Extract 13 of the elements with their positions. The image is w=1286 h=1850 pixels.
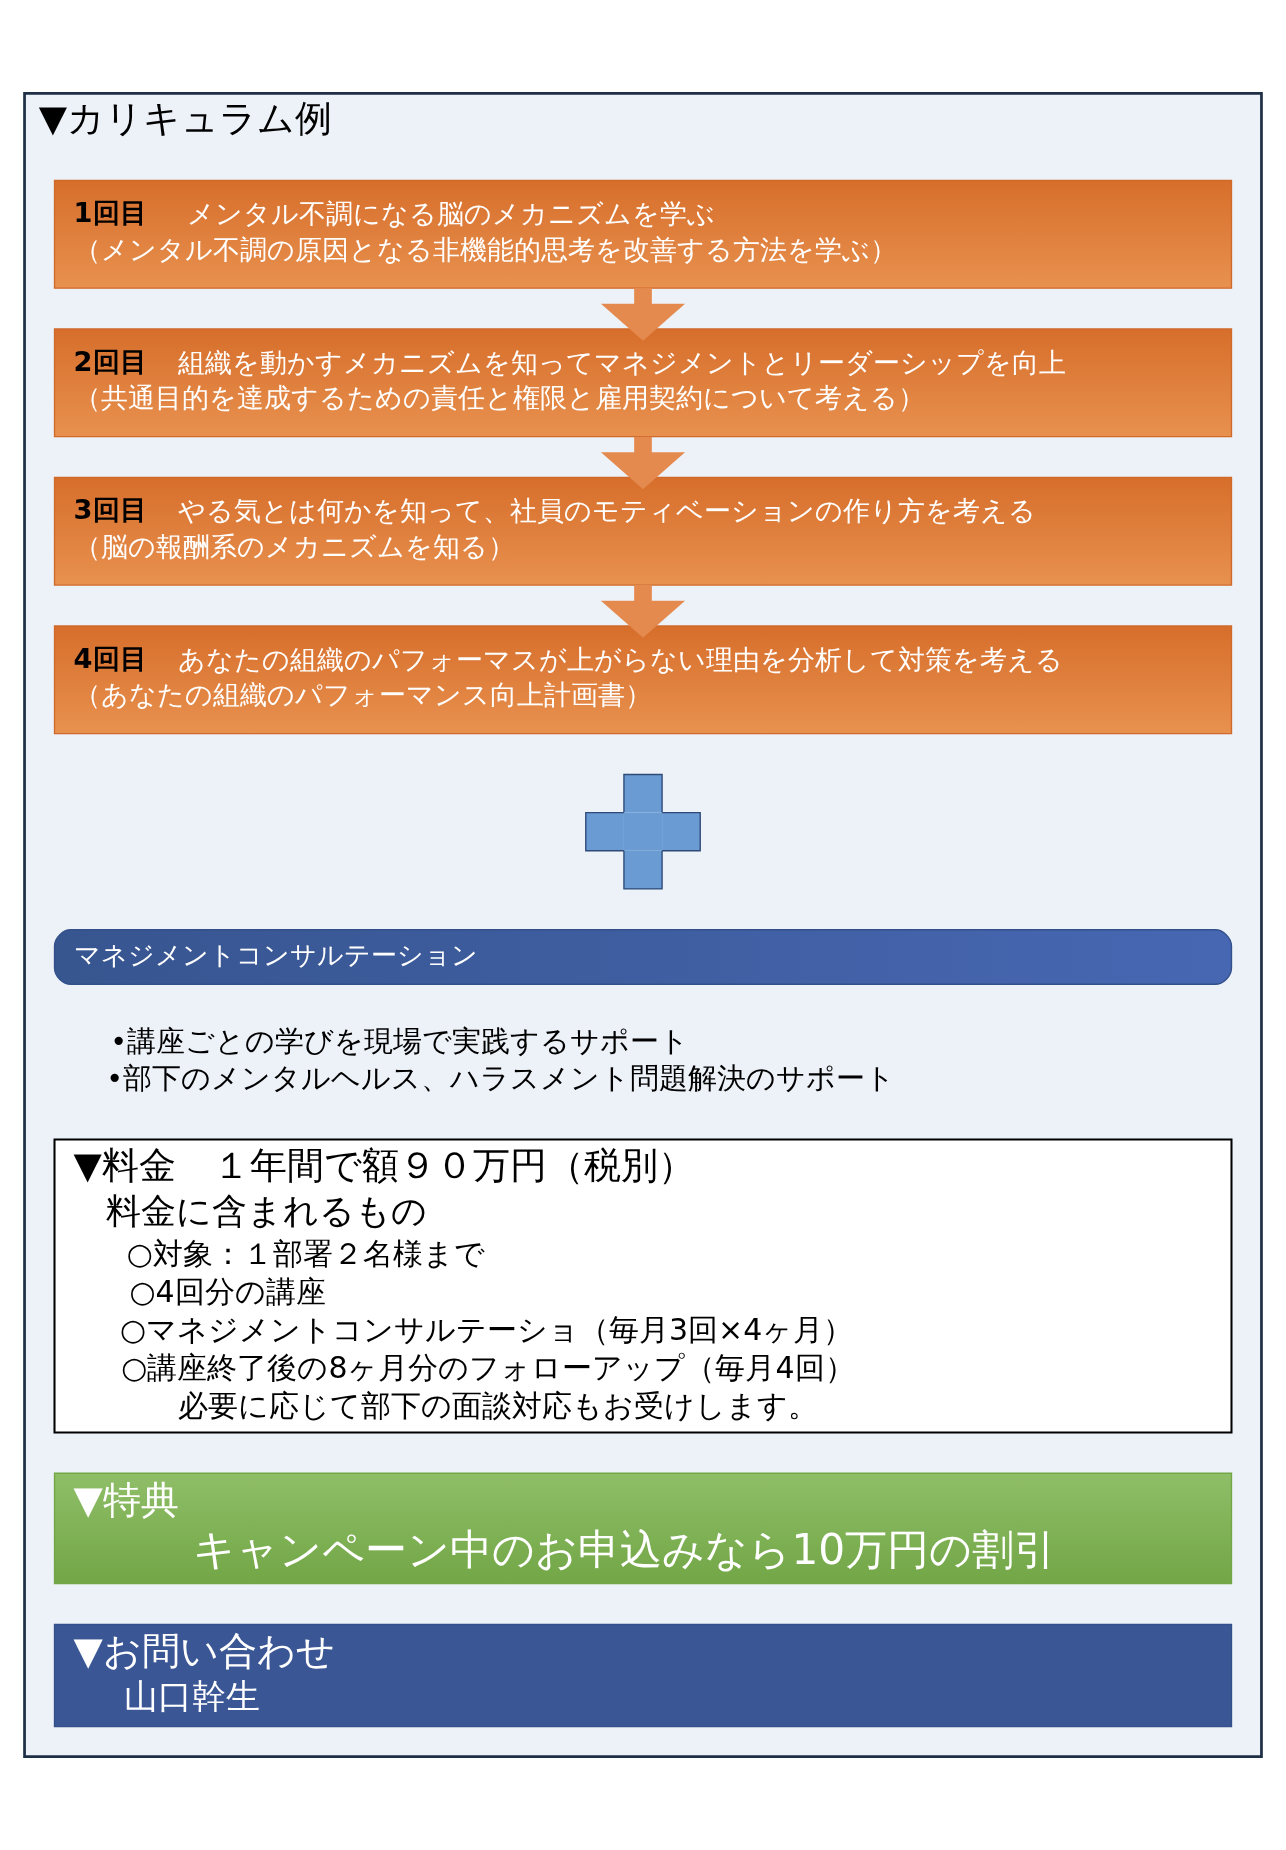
node-box: ▼特典 キャンペーン中のお申込みなら10万円の割引 <box>53 1472 1233 1585</box>
node-box: 4回目 あなたの組織のパフォーマスが上がらない理由を分析して対策を考える （あなたの組織のパフォーマンス向上計画書） <box>53 625 1233 735</box>
node-label: •部下のメンタルヘルス、ハラスメント問題解決のサポート <box>106 1060 896 1095</box>
arrow <box>600 436 686 490</box>
node-box: 2回目 組織を動かすメカニズムを知ってマネジメントとリーダーシップを向上 （共通目的を達成するための責任と権限と雇用契約について考える） <box>53 328 1233 438</box>
node-box: 3回目 やる気とは何かを知って、社員のモティベーションの作り方を考える （脳の報酬系のメカニズムを知る） <box>53 476 1233 586</box>
node-label: •講座ごとの学びを現場で実践するサポート <box>110 1023 690 1058</box>
arrow <box>600 585 686 638</box>
node-box: ▼料金 １年間で額９０万円（税別） 料金に含まれるもの ○対象：１部署２名様まで ○4回分の講座 ○マネジメントコンサルテーショ（毎月3回×4ヶ月） ○講座終了後の8ヶ月分のフォローアップ（毎月4回） 必要に応じて部下の面談対応もお受けします。 <box>53 1138 1233 1434</box>
node-box: マネジメントコンサルテーション <box>53 929 1233 985</box>
node-box: ▼お問い合わせ 山口幹生 <box>53 1623 1233 1728</box>
node-box: 1回目 メンタル不調になる脳のメカニズムを学ぶ （メンタル不調の原因となる非機能的思考を改善する方法を学ぶ） <box>53 179 1233 289</box>
arrow <box>600 288 686 341</box>
